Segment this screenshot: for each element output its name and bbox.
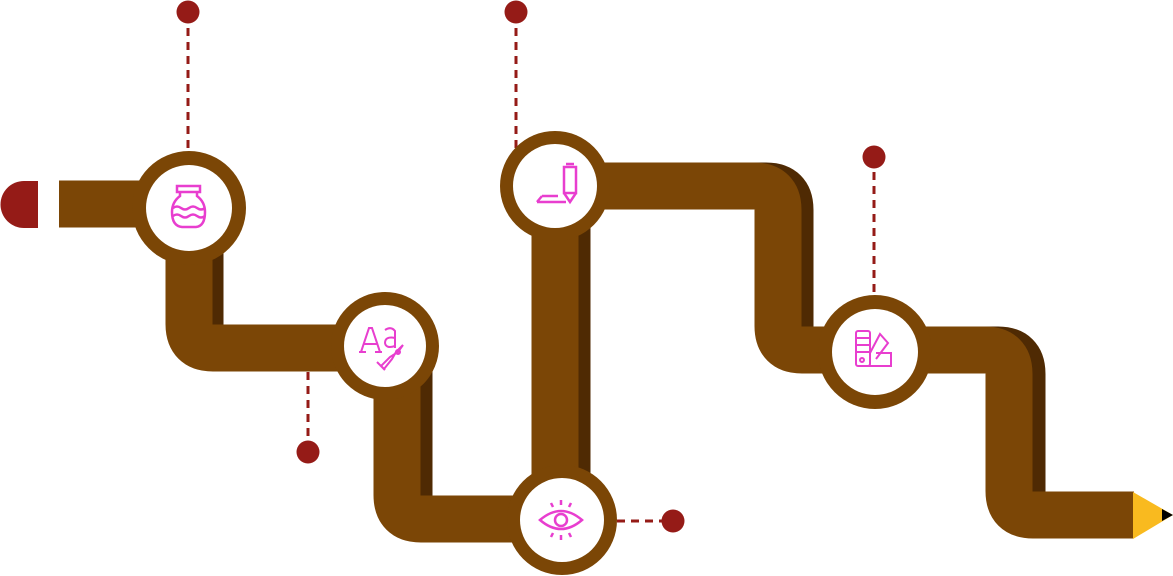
pencil-road [59,162,1134,543]
pin-dot [862,145,886,169]
pin-dot [176,0,200,24]
vase-icon [170,184,207,229]
pencil-writing-icon [536,162,578,205]
pin-dot [296,440,320,464]
pencil-tip [1133,492,1173,539]
milestone-vision [507,465,617,575]
milestone-vase [132,151,246,265]
eye-icon [538,500,584,540]
pin-dot [661,509,685,533]
pencil-lead [1162,509,1173,521]
typography-pen-icon [359,327,404,371]
pin-dot [504,0,528,24]
milestone-writing [500,131,610,241]
pencil-eraser [0,181,38,228]
milestone-color [818,295,932,409]
milestone-typography [331,292,439,400]
color-swatch-icon [855,330,892,367]
